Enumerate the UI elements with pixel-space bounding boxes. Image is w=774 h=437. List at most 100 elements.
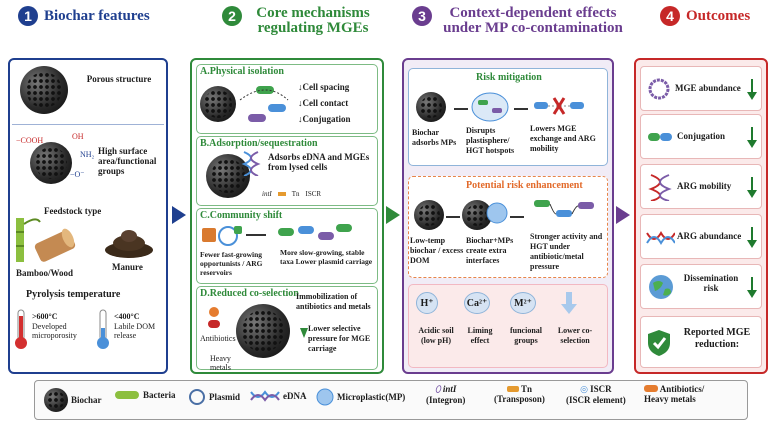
dna-abundance-icon (646, 231, 675, 245)
high-temp-value: >600°C (32, 312, 58, 321)
decrease-arrow-icon (745, 227, 759, 249)
high-temp-thermometer-icon (15, 309, 27, 349)
mechanisms-panel (190, 58, 384, 374)
antibiotics-pill-icon (208, 307, 220, 328)
plasmid-ring-icon (648, 78, 670, 100)
selective-pressure-text: Lower selective pressure for MGE carriag… (308, 324, 371, 353)
legend-iscr: ◎ ISCR (ISCR element) (566, 384, 626, 405)
mitigation-arrow-1 (454, 108, 468, 110)
pyrolysis-title: Pyrolysis temperature (26, 289, 121, 300)
decrease-arrow-icon (745, 127, 759, 149)
low-temp-value: <400°C (114, 312, 140, 321)
adsorption-biochar-icon (206, 154, 250, 198)
functional-biochar-icon (30, 142, 72, 184)
intl-mini-label: intI (262, 190, 272, 198)
tn-mini-label: Tn (291, 190, 300, 198)
legend-microplastic: Microplastic(MP) (316, 388, 405, 406)
outcome-label-2: Conjugation (677, 131, 726, 141)
section-3-title: Context-dependent effects under MP co-co… (443, 5, 623, 36)
antibiotics-label: Antibiotics (200, 334, 236, 343)
section-3-number: 3 (412, 6, 432, 26)
risk-mitigation-title: Risk mitigation (476, 72, 542, 83)
bamboo-wood-icon (16, 218, 76, 262)
section-2-header: 2 Core mechanisms regulating MGEs (222, 6, 378, 36)
outcome-label-3: ARG mobility (677, 181, 732, 191)
high-temp-desc: Developed microporosity (32, 322, 77, 340)
legend-plasmid: Plasmid (188, 388, 240, 406)
section-1-number: 1 (18, 6, 38, 26)
adsorption-text: Adsorbs eDNA and MGEs from lysed cells (268, 152, 370, 172)
legend-edna-icon (250, 390, 280, 402)
adsorption-title: B.Adsorption/sequestration (200, 138, 318, 149)
oh-label: OH (72, 132, 84, 141)
community-shift-box (196, 208, 378, 284)
legend-biochar: Biochar (44, 388, 102, 412)
section-2-number: 2 (222, 6, 242, 26)
outcome-mge-abundance: MGE abundance (640, 66, 762, 111)
porous-label: Porous structure (86, 74, 152, 84)
features-panel (8, 58, 168, 374)
enhancement-step-2: Biochar+MPs create extra interfaces (466, 236, 514, 265)
enhancement-biochar-icon (414, 200, 444, 230)
decrease-arrow-icon (745, 277, 759, 299)
conjugation-icon (648, 133, 672, 141)
outcome-label-4: ARG abundance (677, 231, 742, 241)
section-1-header: 1 Biochar features (18, 6, 150, 26)
mitigation-step-1: Biochar adsorbs MPs (412, 128, 457, 147)
legend-bacteria: Bacteria (114, 388, 175, 402)
enhancement-arrow-2 (510, 216, 524, 218)
legend-bar (34, 380, 748, 420)
enhancement-biochar-mp-icon (462, 200, 492, 230)
co-selection-biochar-icon (236, 304, 290, 358)
microplastic-sphere-icon (486, 202, 508, 224)
low-temp-desc: Labile DOM release (114, 322, 156, 340)
globe-icon (649, 275, 673, 299)
co-selection-title: D.Reduced co-selection (200, 288, 299, 299)
nh2-label: NH₂ (80, 150, 95, 159)
shield-check-icon (648, 330, 670, 356)
risk-enhancement-box (408, 176, 608, 278)
community-left-text: Fewer fast-growing opportunists / ARG re… (200, 250, 263, 277)
ca-ion-label: Liming effect (467, 326, 493, 345)
community-right-text: More slow-growing, stable taxa Lower pla… (280, 248, 373, 266)
blocked-exchange-icon (534, 97, 584, 115)
cell-contact: ↓Cell contact (298, 98, 349, 108)
reported-label: Reported MGE reduction: (683, 327, 751, 350)
outcome-conjugation: Conjugation (640, 114, 762, 159)
physical-isolation-title: A.Physical isolation (200, 66, 284, 77)
section-4-header: 4 Outcomes (660, 6, 750, 26)
mitigation-step-2: Disrupts plastisphere/ HGT hotspots (466, 126, 515, 155)
isolation-biochar-icon (200, 86, 236, 122)
metals-label: Heavy metals (210, 354, 231, 372)
o-label: −O⁻ (70, 170, 85, 179)
manure-label: Manure (112, 262, 143, 272)
section-2-title: Core mechanisms regulating MGEs (256, 5, 370, 36)
decrease-arrow-icon (745, 79, 759, 101)
m-ion-label: funcional groups (509, 326, 542, 345)
legend-bacteria-icon (115, 391, 139, 399)
dna-mobility-icon (648, 174, 672, 201)
lower-coselection-arrow-icon (566, 292, 572, 306)
section-4-number: 4 (660, 6, 680, 26)
outcome-arg-abundance: ARG abundance (640, 214, 762, 259)
enhancement-step-3: Stronger activity and HGT under antibiot… (530, 232, 603, 271)
porous-biochar-icon (20, 66, 68, 114)
community-arrow (246, 234, 266, 236)
legend-antibiotics: Antibiotics/ Heavy metals (644, 384, 705, 404)
h-ion-icon: H⁺ (416, 292, 438, 314)
legend-plasmid-icon (189, 389, 205, 405)
surface-label: High surface area/functional groups (98, 146, 157, 176)
arrow-1-to-2 (172, 206, 186, 224)
outcome-label-1: MGE abundance (675, 83, 741, 93)
immobilization-text: Immobilization of antibiotics and metals (296, 292, 371, 311)
legend-biochar-icon (44, 388, 68, 412)
m-ion-icon: M²⁺ (510, 292, 536, 314)
section-1-title: Biochar features (44, 8, 150, 24)
plastisphere-icon (471, 92, 509, 122)
conjugation-reduced: ↓Conjugation (298, 114, 351, 124)
iscr-mini-label: ISCR (305, 190, 322, 198)
cell-spacing: ↓Cell spacing (298, 82, 350, 92)
legend-edna: eDNA (250, 388, 307, 404)
ions-box (408, 284, 608, 368)
co-selection-down-arrow (300, 328, 308, 338)
